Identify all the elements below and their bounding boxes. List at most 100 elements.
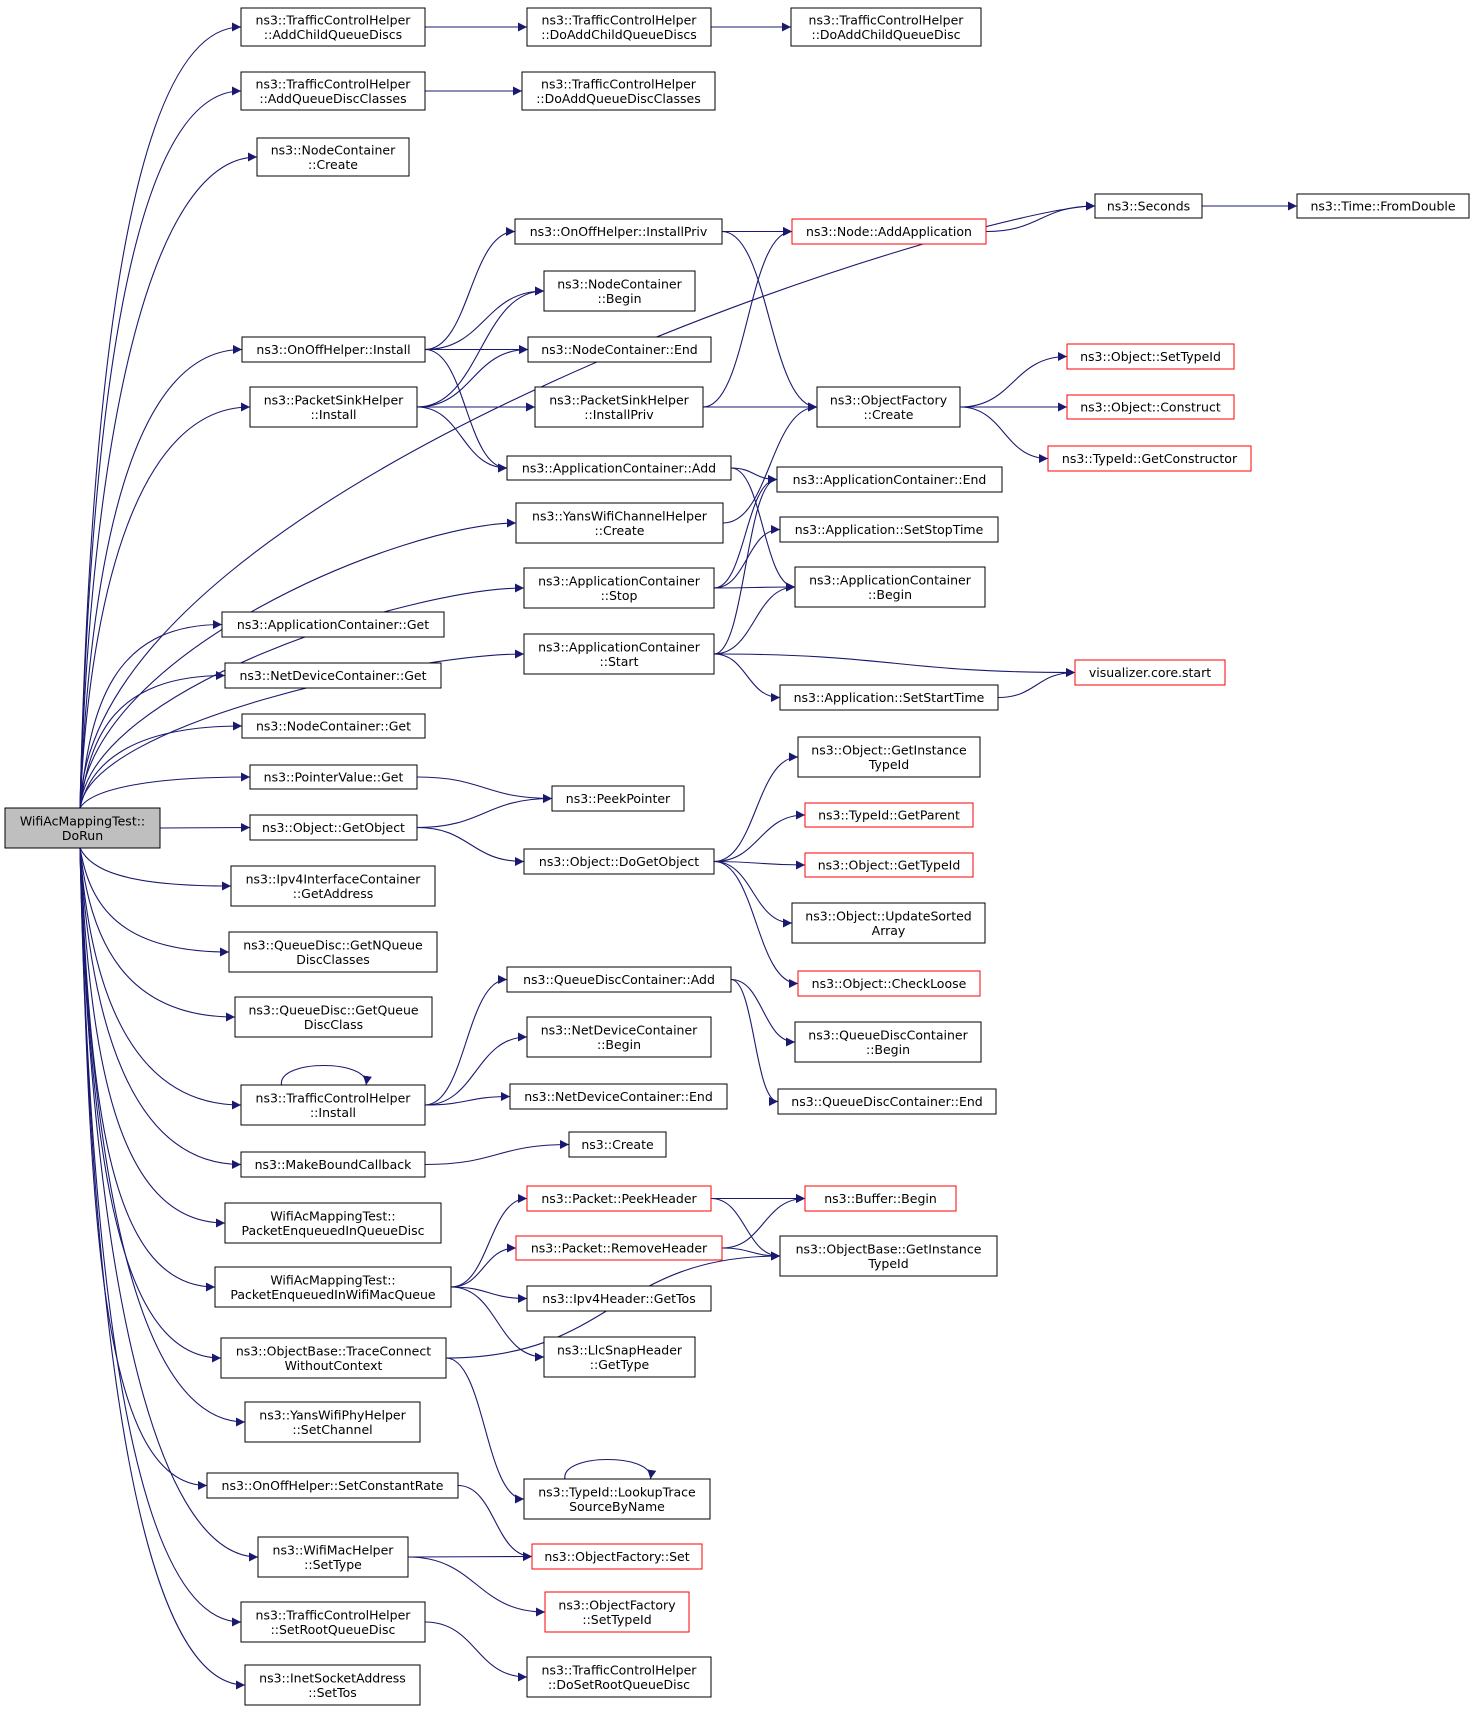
edge-root-to-appc-get: [79, 620, 223, 809]
node-label: TypeId: [867, 1256, 908, 1271]
node-typeid-getctor[interactable]: ns3::TypeId::GetConstructor: [1047, 445, 1252, 472]
node-pe-qdisc[interactable]: WifiAcMappingTest::PacketEnqueuedInQueue…: [224, 1202, 442, 1244]
node-appc-begin[interactable]: ns3::ApplicationContainer::Begin: [794, 566, 986, 608]
node-root[interactable]: WifiAcMappingTest::DoRun: [4, 807, 161, 849]
node-appc-get[interactable]: ns3::ApplicationContainer::Get: [221, 611, 445, 638]
node-box: [523, 567, 715, 609]
node-onoff-install[interactable]: ns3::OnOffHelper::Install: [241, 336, 426, 363]
node-nc-end[interactable]: ns3::NodeContainer::End: [527, 336, 712, 363]
node-label: ns3::MakeBoundCallback: [255, 1157, 413, 1172]
node-isa-settos[interactable]: ns3::InetSocketAddress::SetTos: [244, 1664, 421, 1706]
node-makebound[interactable]: ns3::MakeBoundCallback: [240, 1151, 426, 1178]
node-box: [797, 970, 981, 997]
node-llc-gettype[interactable]: ns3::LlcSnapHeader::GetType: [543, 1336, 696, 1378]
node-psh-install[interactable]: ns3::PacketSinkHelper::Install: [249, 386, 418, 428]
edge-ob-traceconnect-to-typeid-lookup: [445, 1357, 525, 1504]
node-tch-add-classes[interactable]: ns3::TrafficControlHelper::AddQueueDiscC…: [240, 71, 426, 111]
node-label: ns3::LlcSnapHeader: [557, 1342, 683, 1357]
node-buf-begin[interactable]: ns3::Buffer::Begin: [804, 1185, 957, 1212]
node-appc-add[interactable]: ns3::ApplicationContainer::Add: [506, 455, 732, 481]
node-app-setstop[interactable]: ns3::Application::SetStopTime: [779, 516, 999, 543]
node-box: [791, 218, 987, 245]
node-yans-phy-setchan[interactable]: ns3::YansWifiPhyHelper::SetChannel: [244, 1401, 421, 1443]
node-obj-getobject[interactable]: ns3::Object::GetObject: [249, 814, 418, 841]
node-label: ns3::NodeContainer: [271, 142, 396, 157]
edge-obj-dogetobject-to-obj-checkloose: [713, 860, 799, 988]
node-seconds[interactable]: ns3::Seconds: [1094, 193, 1203, 219]
node-tch-doadd-classes[interactable]: ns3::TrafficControlHelper::DoAddQueueDis…: [521, 71, 716, 111]
node-obj-settypeid[interactable]: ns3::Object::SetTypeId: [1066, 343, 1235, 370]
node-nc-get[interactable]: ns3::NodeContainer::Get: [241, 713, 426, 739]
edge-qdc-add-to-qdc-end: [730, 978, 779, 1106]
node-label: ns3::Object::CheckLoose: [812, 976, 967, 991]
node-appc-start[interactable]: ns3::ApplicationContainer::Start: [523, 633, 715, 675]
edge-obj-getobject-to-peekpointer: [416, 794, 553, 829]
node-obj-dogetobject[interactable]: ns3::Object::DoGetObject: [523, 848, 715, 875]
node-label: ::GetAddress: [293, 886, 373, 901]
node-of-settypeid[interactable]: ns3::ObjectFactory::SetTypeId: [544, 1591, 690, 1633]
node-mac-settype[interactable]: ns3::WifiMacHelper::SetType: [257, 1536, 409, 1578]
node-qdc-end[interactable]: ns3::QueueDiscContainer::End: [777, 1088, 997, 1115]
node-pv-get[interactable]: ns3::PointerValue::Get: [249, 764, 418, 790]
node-label: Array: [872, 923, 906, 938]
node-obj-construct[interactable]: ns3::Object::Construct: [1066, 394, 1235, 420]
node-tch-doadd-child[interactable]: ns3::TrafficControlHelper::DoAddChildQue…: [790, 7, 982, 47]
node-label: ns3::InetSocketAddress: [259, 1670, 406, 1685]
node-viz-start[interactable]: visualizer.core.start: [1074, 659, 1226, 686]
node-create[interactable]: ns3::Create: [568, 1131, 667, 1158]
node-pe-macqueue[interactable]: WifiAcMappingTest::PacketEnqueuedInWifiM…: [214, 1266, 452, 1308]
edge-root-to-pv-get: [79, 772, 251, 809]
node-tch-setroot[interactable]: ns3::TrafficControlHelper::SetRootQueueD…: [240, 1601, 426, 1643]
node-pkt-removeheader[interactable]: ns3::Packet::RemoveHeader: [515, 1235, 723, 1261]
edge-layer: [79, 22, 1297, 1690]
node-label: ::AddQueueDiscClasses: [259, 91, 406, 106]
node-ndc-begin[interactable]: ns3::NetDeviceContainer::Begin: [526, 1016, 712, 1058]
node-label: ns3::TrafficControlHelper: [809, 12, 965, 27]
node-obj-checkloose[interactable]: ns3::Object::CheckLoose: [797, 970, 981, 997]
node-time-fromdouble[interactable]: ns3::Time::FromDouble: [1296, 193, 1470, 219]
node-nc-begin[interactable]: ns3::NodeContainer::Begin: [543, 270, 696, 312]
node-label: ns3::Object::DoGetObject: [539, 854, 699, 869]
node-label: ns3::Application::SetStopTime: [795, 522, 984, 537]
node-appc-stop[interactable]: ns3::ApplicationContainer::Stop: [523, 567, 715, 609]
node-label: SourceByName: [569, 1499, 665, 1514]
node-box: [777, 1088, 997, 1115]
node-of-set[interactable]: ns3::ObjectFactory::Set: [531, 1543, 703, 1570]
node-pkt-peekheader[interactable]: ns3::Packet::PeekHeader: [526, 1185, 712, 1212]
node-ndc-end[interactable]: ns3::NetDeviceContainer::End: [509, 1083, 728, 1110]
node-tch-doadd-children[interactable]: ns3::TrafficControlHelper::DoAddChildQue…: [526, 7, 712, 47]
node-psh-installpriv[interactable]: ns3::PacketSinkHelper::InstallPriv: [534, 386, 704, 428]
node-box: [240, 1084, 426, 1126]
node-onoff-setrate[interactable]: ns3::OnOffHelper::SetConstantRate: [206, 1472, 459, 1499]
node-nc-create[interactable]: ns3::NodeContainer::Create: [256, 137, 410, 177]
node-label: ::Begin: [597, 1037, 641, 1052]
node-typeid-getparent[interactable]: ns3::TypeId::GetParent: [804, 802, 974, 828]
node-tch-add-child[interactable]: ns3::TrafficControlHelper::AddChildQueue…: [240, 7, 426, 47]
node-peekpointer[interactable]: ns3::PeekPointer: [551, 785, 685, 812]
node-box: [527, 336, 712, 363]
node-ob-traceconnect[interactable]: ns3::ObjectBase::TraceConnectWithoutCont…: [220, 1337, 447, 1379]
node-ndc-get[interactable]: ns3::NetDeviceContainer::Get: [224, 662, 442, 689]
node-of-create[interactable]: ns3::ObjectFactory::Create: [816, 386, 961, 428]
node-yans-chan-create[interactable]: ns3::YansWifiChannelHelper::Create: [515, 502, 724, 544]
node-tch-dosetroot[interactable]: ns3::TrafficControlHelper::DoSetRootQueu…: [526, 1656, 712, 1698]
node-app-setstart[interactable]: ns3::Application::SetStartTime: [779, 684, 999, 711]
node-tch-install[interactable]: ns3::TrafficControlHelper::Install: [240, 1084, 426, 1126]
node-ipv4ic-getaddr[interactable]: ns3::Ipv4InterfaceContainer::GetAddress: [230, 865, 436, 907]
node-box: [779, 516, 999, 543]
node-obj-gettypeid[interactable]: ns3::Object::GetTypeId: [804, 852, 974, 878]
node-node-addapp[interactable]: ns3::Node::AddApplication: [791, 218, 987, 245]
node-qdc-add[interactable]: ns3::QueueDiscContainer::Add: [506, 966, 732, 993]
node-qdc-begin[interactable]: ns3::QueueDiscContainer::Begin: [794, 1021, 982, 1063]
node-ipv4h-gettos[interactable]: ns3::Ipv4Header::GetTos: [526, 1285, 712, 1312]
node-appc-end[interactable]: ns3::ApplicationContainer::End: [776, 466, 1003, 493]
node-onoff-installpriv[interactable]: ns3::OnOffHelper::InstallPriv: [514, 218, 723, 245]
node-label: ns3::PacketSinkHelper: [549, 392, 689, 407]
